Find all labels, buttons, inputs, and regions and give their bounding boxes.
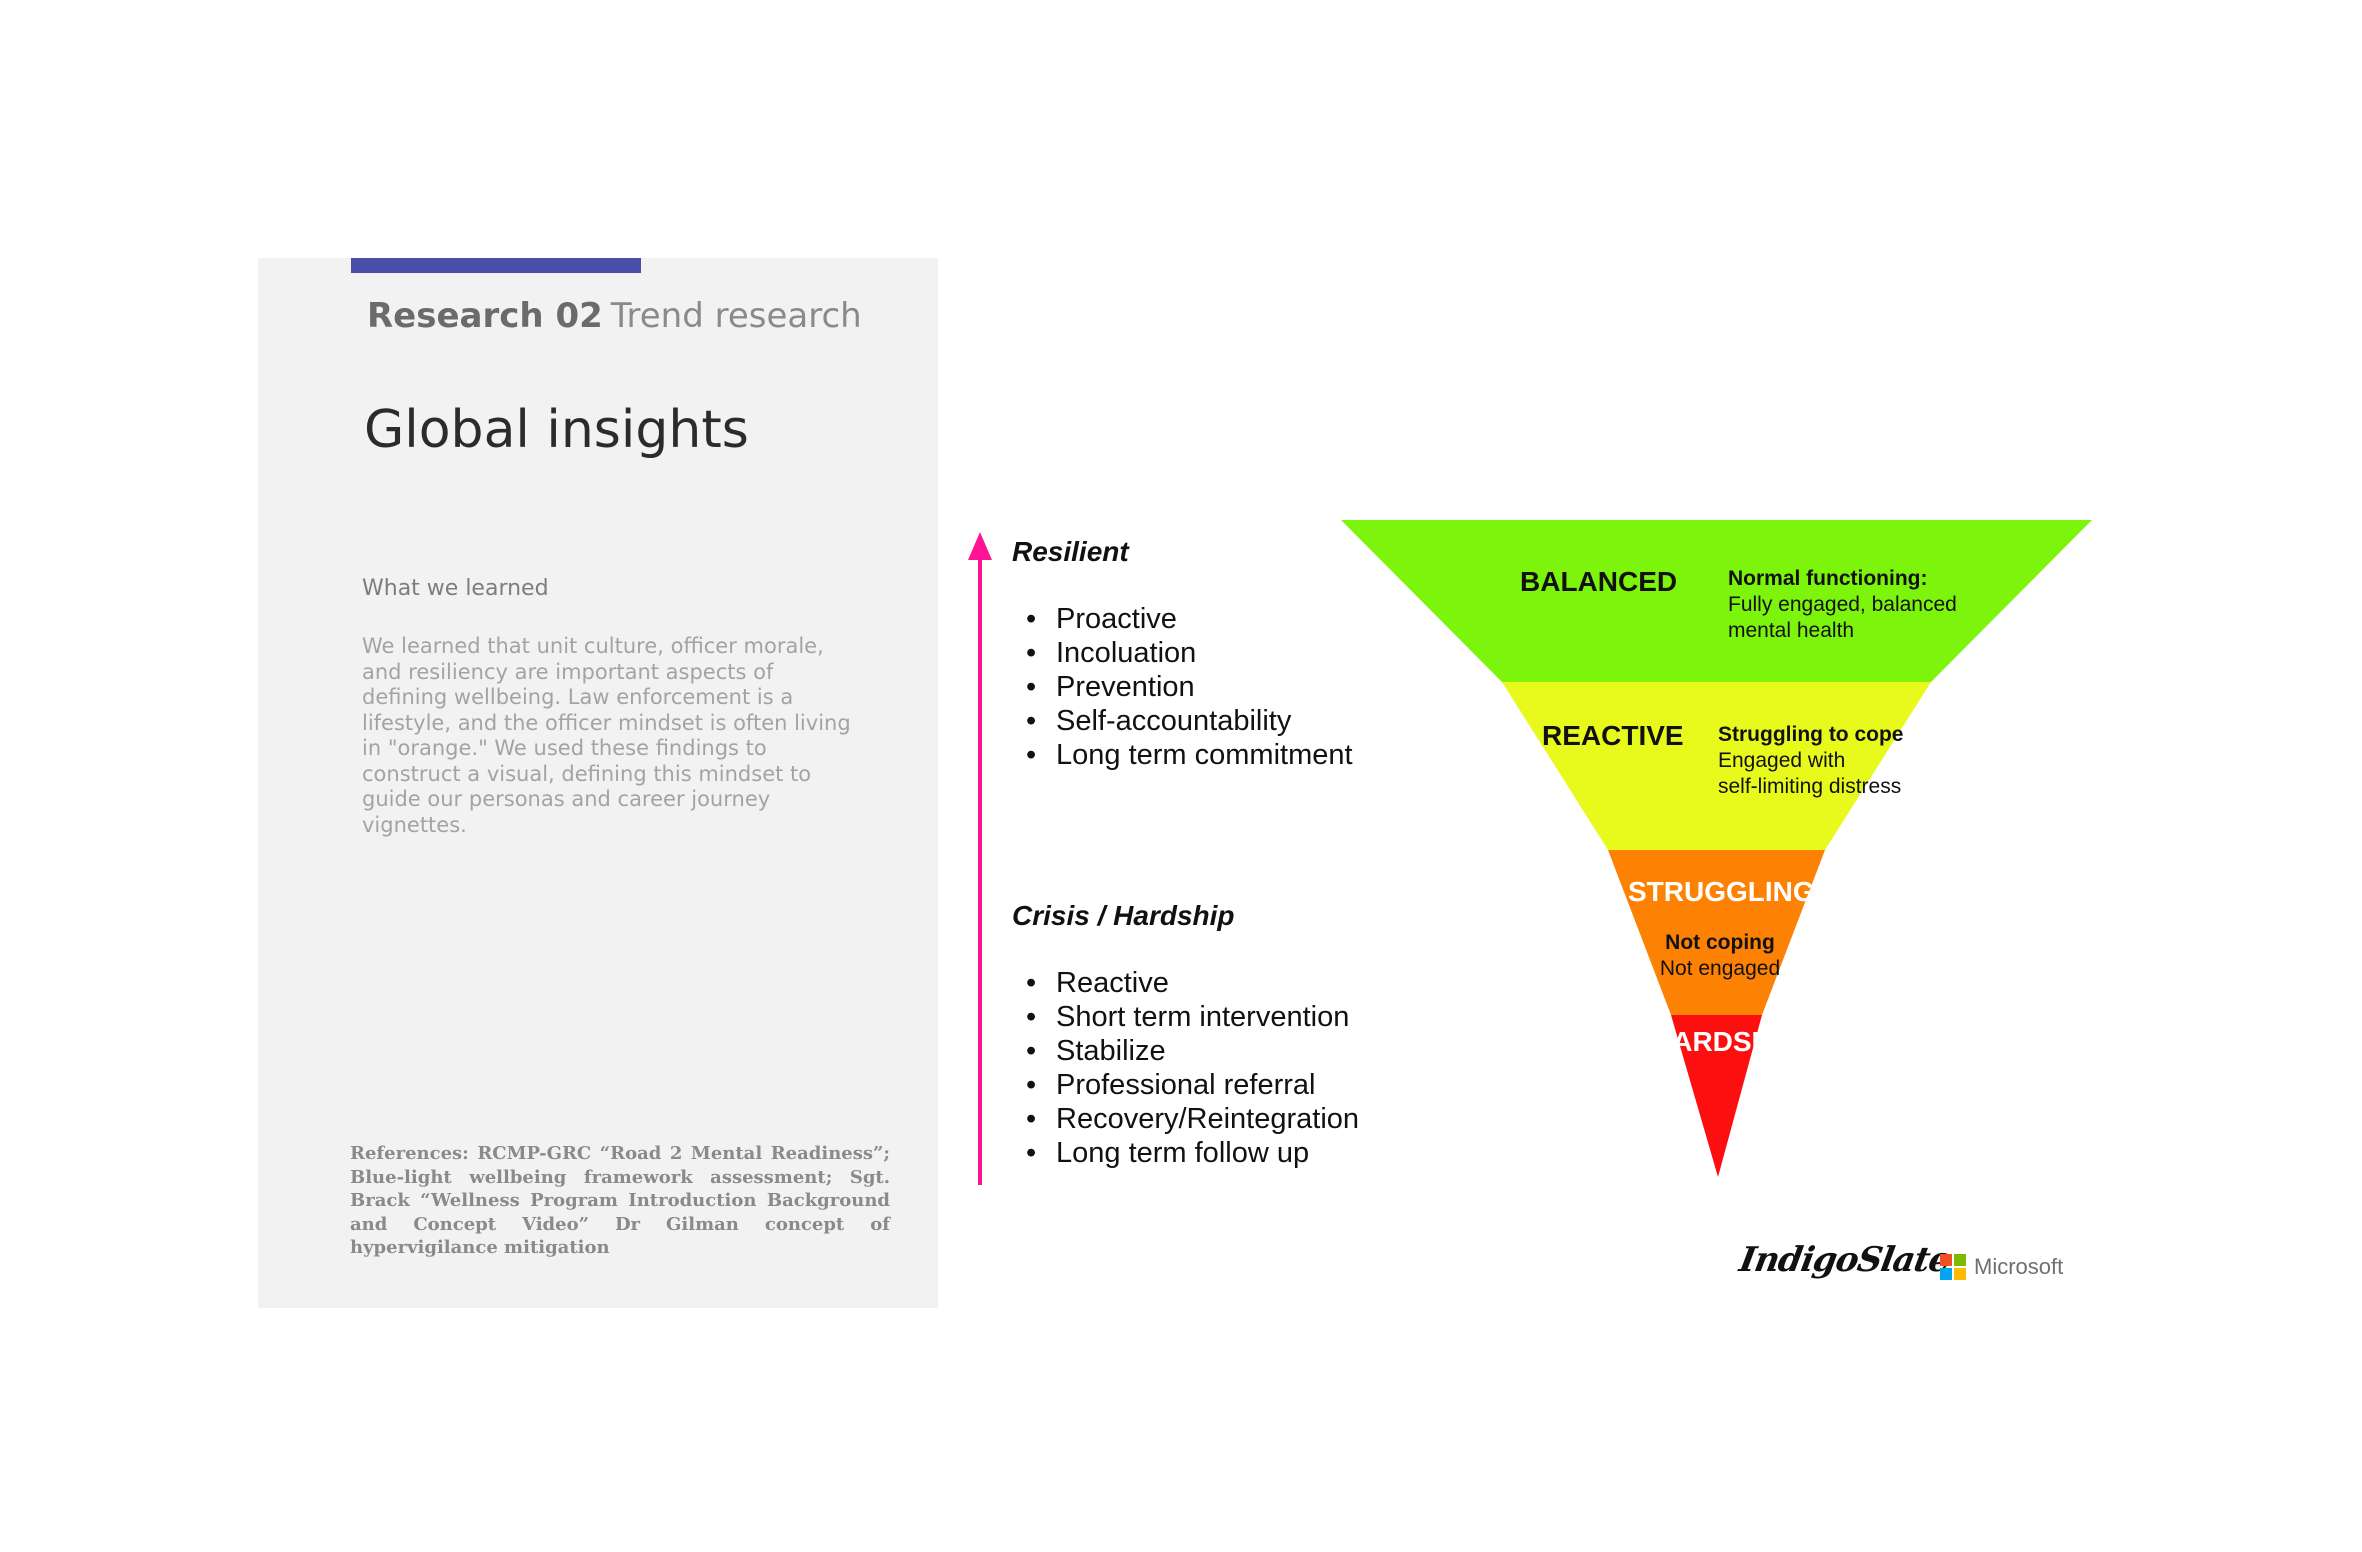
microsoft-square [1954, 1254, 1966, 1266]
indigoslate-logo-text: IndigoSlate [1736, 1240, 1954, 1280]
microsoft-logo-text: Microsoft [1974, 1254, 2064, 1279]
level-desc-line: mental health [1728, 619, 1855, 642]
level-desc-balanced: Normal functioning: Fully engaged, balan… [1728, 566, 1957, 644]
pyramid-band-struggling [1608, 850, 1825, 1015]
wellbeing-pyramid [1341, 520, 2092, 1177]
list-item: Incoluation [1026, 636, 1353, 670]
learned-heading: What we learned [362, 576, 549, 601]
level-desc-struggling: Not coping Not engaged [1640, 930, 1800, 982]
section-number: Research 02 [367, 296, 603, 336]
microsoft-square [1954, 1268, 1966, 1280]
pyramid-band-balanced [1341, 520, 2092, 682]
level-desc-heading: Normal functioning: [1728, 567, 1928, 590]
level-title-reactive: REACTIVE [1542, 720, 1684, 751]
list-item: Self-accountability [1026, 704, 1353, 738]
list-item: Professional referral [1026, 1068, 1359, 1102]
resilient-heading: Resilient [1012, 536, 1129, 567]
learned-body: We learned that unit culture, officer mo… [362, 634, 851, 837]
references: References: RCMP-GRC “Road 2 Mental Read… [350, 1143, 890, 1258]
list-item: Reactive [1026, 966, 1359, 1000]
resilient-list: Proactive Incoluation Prevention Self-ac… [1026, 602, 1353, 772]
list-item: Long term follow up [1026, 1136, 1359, 1170]
level-desc-line: self-limiting distress [1718, 775, 1902, 798]
level-desc-heading: Not coping [1665, 931, 1775, 954]
microsoft-square [1940, 1254, 1952, 1266]
pyramid-band-reactive [1502, 682, 1931, 850]
microsoft-logo-icon [1940, 1254, 1966, 1280]
microsoft-logo: Microsoft [1940, 1254, 2063, 1280]
list-item: Proactive [1026, 602, 1353, 636]
indigoslate-logo: IndigoSlate [1736, 1240, 1953, 1300]
crisis-heading: Crisis / Hardship [1012, 900, 1235, 931]
level-desc-line: Fully engaged, balanced [1728, 593, 1957, 616]
level-desc-line: Engaged with [1718, 749, 1846, 772]
left-panel [258, 258, 938, 1308]
level-title-hardship: HARDSHIP [1652, 1026, 1799, 1057]
list-item: Short term intervention [1026, 1000, 1359, 1034]
level-desc-reactive: Struggling to cope Engaged with self-lim… [1718, 722, 1903, 800]
microsoft-square [1940, 1268, 1952, 1280]
level-title-balanced: BALANCED [1520, 566, 1678, 597]
level-desc-line: Not engaged [1659, 957, 1781, 980]
pyramid-band-hardship [1671, 1015, 1762, 1177]
list-item: Recovery/Reintegration [1026, 1102, 1359, 1136]
accent-bar [351, 258, 641, 273]
level-desc-heading: Struggling to cope [1718, 723, 1904, 746]
list-item: Prevention [1026, 670, 1353, 704]
level-title-struggling: STRUGGLING [1628, 876, 1815, 907]
list-item: Long term commitment [1026, 738, 1353, 772]
section-name: Trend research [610, 296, 862, 336]
spectrum-arrow [968, 532, 992, 1185]
spectrum-arrow-head [968, 532, 992, 560]
list-item: Stabilize [1026, 1034, 1359, 1068]
crisis-list: Reactive Short term intervention Stabili… [1026, 966, 1359, 1170]
page-title: Global insights [364, 400, 749, 460]
